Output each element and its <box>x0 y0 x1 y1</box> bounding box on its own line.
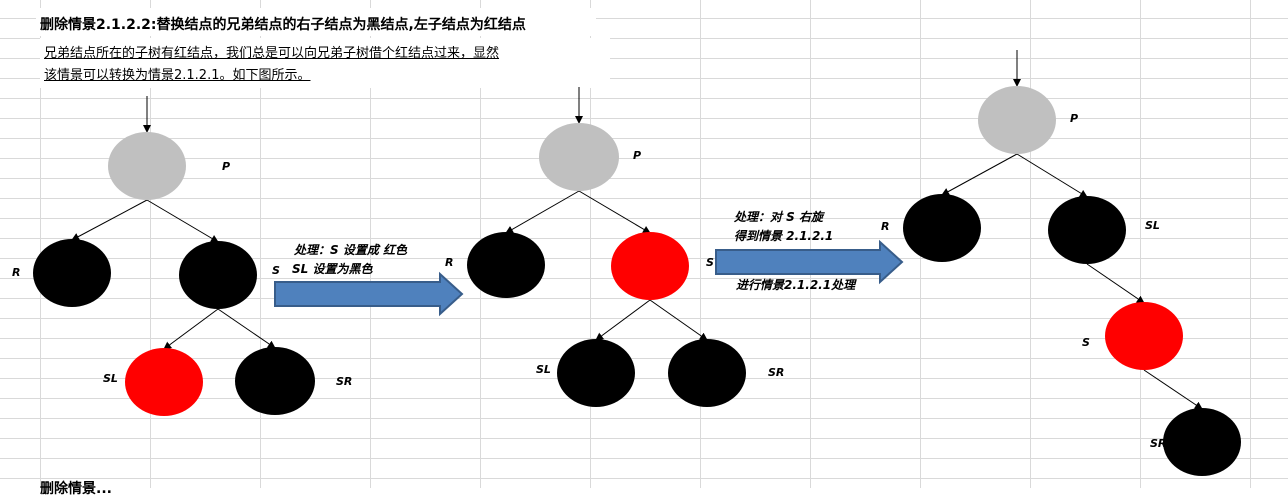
node-r <box>467 232 545 298</box>
tree-before: P R S SL SR <box>12 96 352 416</box>
node-label-s: S <box>1082 336 1090 349</box>
description-line-2: 该情景可以转换为情景2.1.2.1。如下图所示。 <box>44 68 311 83</box>
edge-s-sl <box>163 308 219 350</box>
step1-note-line-2: SL 设置为黑色 <box>292 262 373 276</box>
node-sl <box>1048 196 1126 264</box>
node-label-s: S <box>706 256 714 269</box>
node-sl <box>125 348 203 416</box>
node-label-p: P <box>1070 112 1078 125</box>
edge-s-sr <box>1143 369 1203 410</box>
node-label-r: R <box>881 220 889 233</box>
heading: 删除情景2.1.2.2:替换结点的兄弟结点的右子结点为黑结点,左子结点为红结点 <box>40 17 526 33</box>
node-p <box>539 123 619 191</box>
node-label-p: P <box>633 149 641 162</box>
node-label-s: S <box>272 264 280 277</box>
node-label-sr: SR <box>336 375 352 388</box>
edge-s-sl <box>595 299 651 341</box>
node-s <box>611 232 689 300</box>
node-label-sl: SL <box>536 363 551 376</box>
node-label-sr: SR <box>1150 437 1166 450</box>
edge-p-s <box>146 199 219 243</box>
node-sr <box>668 339 746 407</box>
edge-p-sl <box>1016 153 1088 198</box>
node-s <box>1105 302 1183 370</box>
node-label-sr: SR <box>768 366 784 379</box>
footer-heading-partial: 删除情景... <box>40 481 112 497</box>
edge-p-r <box>505 190 580 234</box>
node-label-r: R <box>12 266 20 279</box>
edge-p-s <box>578 190 651 234</box>
node-s <box>179 241 257 309</box>
edge-sl-s <box>1086 263 1145 304</box>
node-p <box>108 132 186 200</box>
tree-diagram: P R S SL SR P R S SL SR P R SL S SR <box>12 50 1241 476</box>
edge-p-r <box>941 153 1018 196</box>
node-label-r: R <box>445 256 453 269</box>
node-r <box>903 194 981 262</box>
tree-after-rotate: P R SL S SR <box>881 50 1241 476</box>
node-label-sl: SL <box>103 372 118 385</box>
node-label-p: P <box>222 160 230 173</box>
edge-s-sr <box>217 308 276 349</box>
tree-after-recolor: P R S SL SR <box>445 87 784 407</box>
step2-note-line-1: 处理：对 S 右旋 <box>734 210 823 224</box>
node-sr <box>1163 408 1241 476</box>
description-line-1: 兄弟结点所在的子树有红结点，我们总是可以向兄弟子树借个红结点过来，显然 <box>44 46 500 61</box>
edge-p-r <box>71 199 148 241</box>
transform-arrow-1 <box>274 271 464 317</box>
step2-note-line-3: 进行情景2.1.2.1处理 <box>736 278 856 292</box>
node-sl <box>557 339 635 407</box>
edge-s-sr <box>649 299 708 341</box>
node-p <box>978 86 1056 154</box>
node-r <box>33 239 111 307</box>
transform-arrow-2 <box>715 239 904 285</box>
node-label-sl: SL <box>1145 219 1160 232</box>
step1-note-line-1: 处理：S 设置成 红色 <box>294 243 407 257</box>
step2-note-line-2: 得到情景 2.1.2.1 <box>734 229 834 243</box>
node-sr <box>235 347 315 415</box>
